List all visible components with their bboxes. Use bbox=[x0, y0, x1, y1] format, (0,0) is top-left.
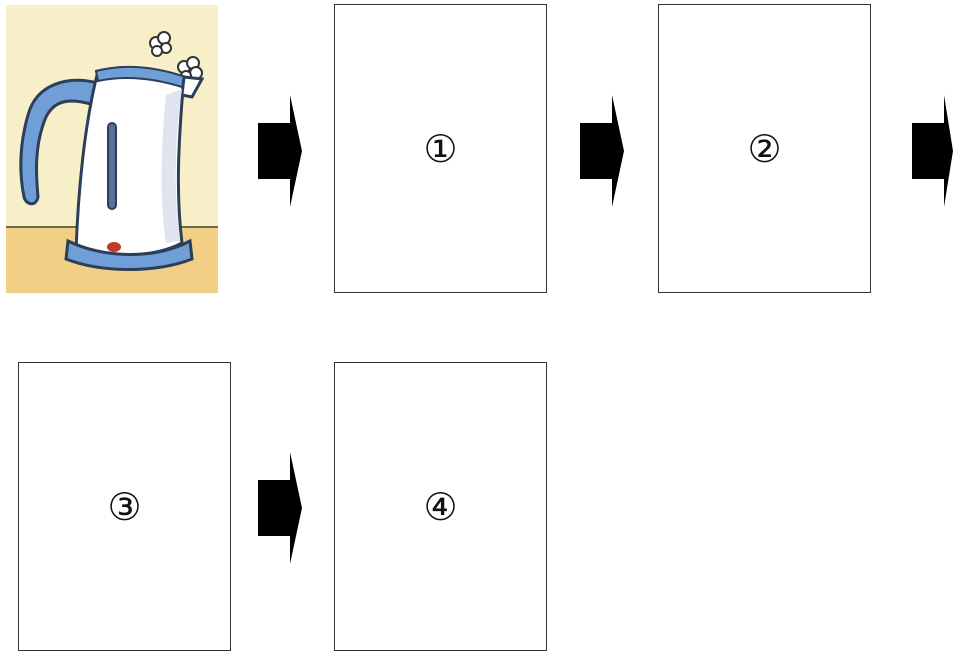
step-box-4: ④ bbox=[334, 362, 547, 651]
right-arrow-icon bbox=[258, 452, 302, 564]
step-label-3: ③ bbox=[107, 488, 141, 526]
right-arrow-icon bbox=[912, 95, 953, 207]
step-label-2: ② bbox=[747, 130, 781, 168]
right-arrow-icon bbox=[580, 95, 624, 207]
right-arrow-icon bbox=[258, 95, 302, 207]
step-box-1: ① bbox=[334, 4, 547, 293]
step-label-1: ① bbox=[423, 130, 457, 168]
step-box-3: ③ bbox=[18, 362, 231, 651]
step-box-2: ② bbox=[658, 4, 871, 293]
kettle-illustration bbox=[6, 5, 218, 293]
step-label-4: ④ bbox=[423, 488, 457, 526]
